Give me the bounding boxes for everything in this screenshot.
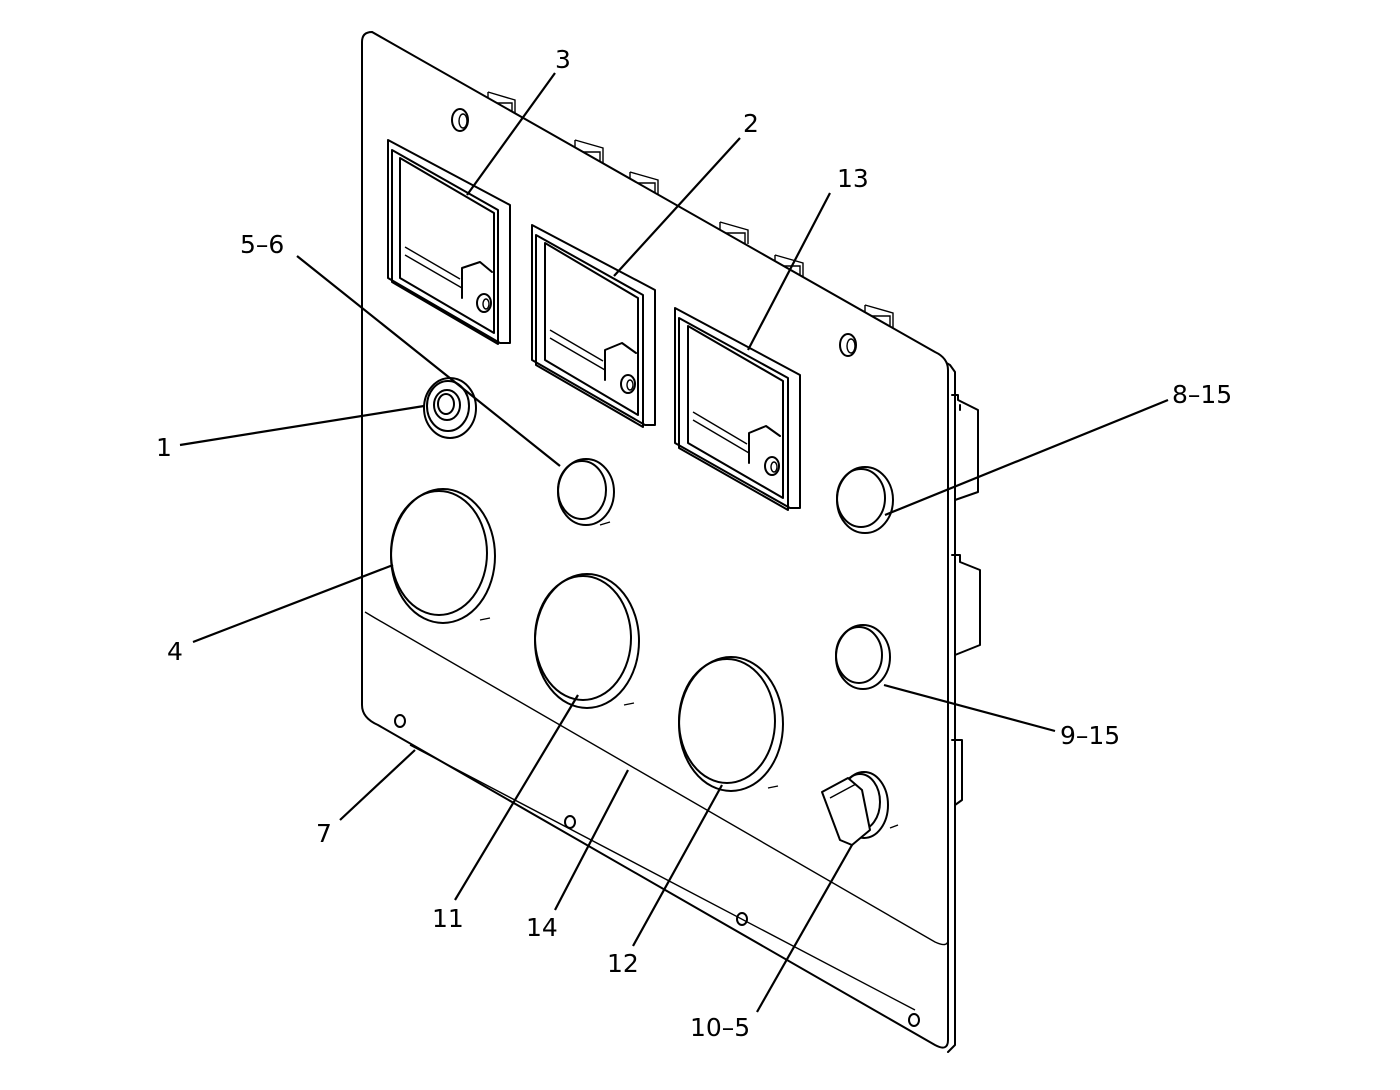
meter-2 (531, 224, 656, 428)
callout-4: 4 (167, 637, 183, 666)
callout-12: 12 (607, 949, 639, 978)
gauge-11 (534, 573, 640, 709)
lamp-9-15 (835, 624, 891, 690)
callout-2: 2 (743, 109, 759, 138)
indicator-light-1 (423, 377, 477, 439)
leader-lines (179, 72, 1169, 1013)
callout-13: 13 (837, 164, 869, 193)
callout-labels: 3 2 13 5–6 8–15 1 4 9–15 7 11 14 12 10–5 (156, 45, 1232, 1042)
callout-3: 3 (555, 45, 571, 74)
callout-14: 14 (526, 913, 558, 942)
callout-1: 1 (156, 433, 172, 462)
panel-side-components (487, 91, 981, 806)
callout-9-15: 9–15 (1060, 721, 1120, 750)
lamp-8-15 (836, 466, 894, 534)
selector-switch-10-5 (821, 771, 899, 846)
callout-7: 7 (316, 819, 332, 848)
meter-3 (387, 139, 511, 345)
meter-13 (674, 307, 801, 511)
callout-10-5: 10–5 (690, 1013, 750, 1042)
callout-8-15: 8–15 (1172, 380, 1232, 409)
callout-11: 11 (432, 904, 464, 933)
callout-5-6: 5–6 (240, 230, 284, 259)
gauge-12 (678, 656, 784, 792)
gauge-4 (390, 488, 496, 624)
lamp-5-6 (557, 458, 615, 526)
